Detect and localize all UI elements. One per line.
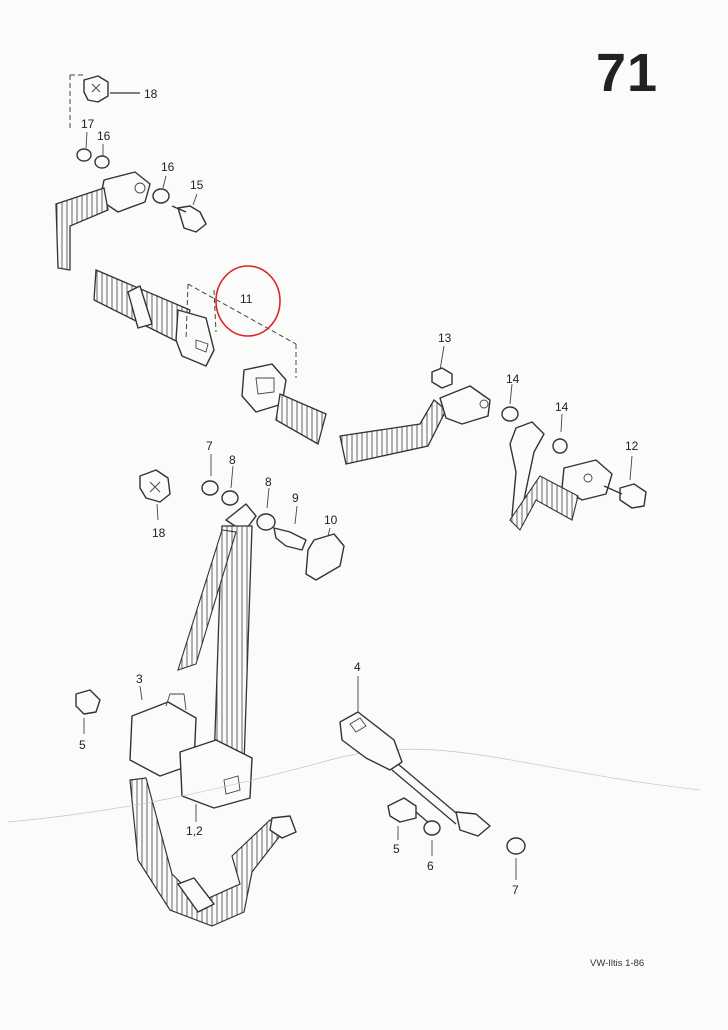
clip-18-mid [139, 469, 171, 503]
callout-13: 13 [438, 331, 452, 345]
washer-8-b [256, 513, 276, 531]
callout-8-b: 8 [265, 475, 272, 489]
right-anchor-plate [439, 385, 491, 425]
callout-5-a: 5 [79, 738, 86, 752]
bolt-5-b [387, 797, 417, 823]
stalk-buckle-assembly [339, 676, 526, 880]
belt-upper-end [55, 187, 109, 271]
clip-18-top [83, 75, 109, 103]
washer-14-b [552, 438, 568, 454]
callout-7-b: 7 [512, 883, 519, 897]
bolt-5-a [75, 689, 101, 715]
callout-17: 17 [81, 117, 95, 131]
callout-12: 12 [625, 439, 639, 453]
bolt-9 [273, 527, 307, 551]
spacer-7-a [201, 480, 219, 496]
retractor-assembly [75, 685, 297, 927]
callout-18-mid: 18 [152, 526, 166, 540]
callout-15: 15 [190, 178, 204, 192]
page-number: 71 [596, 43, 659, 103]
stalk-buckle-4 [339, 711, 403, 771]
spacer-7-b [506, 837, 526, 855]
washer-17 [76, 148, 92, 162]
right-anchor-assembly [339, 345, 647, 531]
callout-9: 9 [292, 491, 299, 505]
washer-14-a [501, 406, 519, 422]
highlight-circle [215, 265, 281, 337]
callout-14-b: 14 [555, 400, 569, 414]
callout-6: 6 [427, 859, 434, 873]
pillar-anchor-assembly [139, 454, 345, 765]
buckle-strap [275, 393, 327, 445]
right-belt-strap [339, 399, 447, 465]
callout-5-b: 5 [393, 842, 400, 856]
upper-anchor-assembly [55, 74, 207, 271]
cover-cap-10 [305, 533, 345, 581]
callout-1-2: 1,2 [186, 824, 203, 838]
footer-reference: VW-Iltis 1-86 [590, 958, 645, 969]
scan-crease [7, 748, 701, 823]
washer-16-b [152, 188, 170, 204]
callout-8-a: 8 [229, 453, 236, 467]
latch-plate-11 [175, 309, 215, 367]
callout-16-b: 16 [161, 160, 175, 174]
lap-belt-adjuster [177, 877, 215, 913]
shoulder-belt-return [177, 529, 237, 671]
washer-8-a [221, 490, 239, 506]
callout-16-a: 16 [97, 129, 111, 143]
callout-14-a: 14 [506, 372, 520, 386]
nut-13 [431, 367, 453, 389]
callout-4: 4 [354, 660, 361, 674]
washer-6 [423, 820, 441, 836]
belt-tongue-assembly [93, 269, 327, 445]
bolt-15 [177, 205, 207, 233]
washer-16-a [94, 155, 110, 169]
callout-labels: 18 17 16 16 15 11 13 14 14 12 7 8 8 9 10… [79, 87, 639, 897]
floor-belt-piece [509, 475, 579, 531]
belt-adjuster [127, 285, 153, 329]
bolt-12 [619, 483, 647, 509]
callout-11: 11 [240, 292, 253, 306]
callout-7-a: 7 [206, 439, 213, 453]
callout-10: 10 [324, 513, 338, 527]
callout-3: 3 [136, 672, 143, 686]
stalk-end-fitting [455, 811, 491, 837]
lap-belt-end-fitting [269, 815, 297, 839]
callout-18-top: 18 [144, 87, 158, 101]
